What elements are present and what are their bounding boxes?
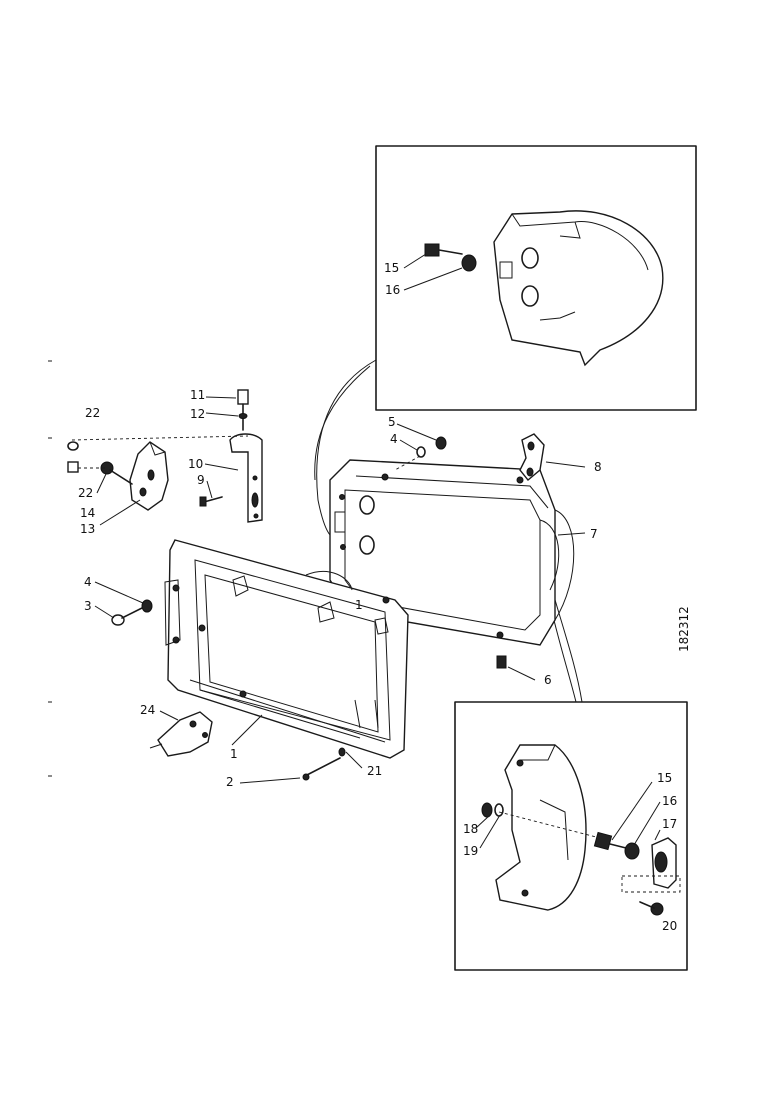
callout-labels: 15 16 11 12 22 5 4 8 10 9 22 14 13 7 4 3… <box>78 261 677 933</box>
callout-9: 9 <box>197 473 205 487</box>
callout-20: 20 <box>662 919 677 933</box>
washer-4-top <box>416 446 426 458</box>
screw-15-top <box>424 243 463 257</box>
callout-4: 4 <box>390 432 398 446</box>
callout-6: 6 <box>544 673 552 687</box>
callout-16: 16 <box>662 794 677 808</box>
callout-19: 19 <box>463 844 478 858</box>
callout-15: 15 <box>384 261 399 275</box>
inset-bottom-frame <box>454 701 688 971</box>
headlamp-frame <box>164 539 409 759</box>
inset-top-frame <box>375 145 697 411</box>
nut-16-bottom <box>624 842 640 860</box>
nut-5 <box>435 436 447 450</box>
callout-4: 4 <box>84 575 92 589</box>
leader-curve-top <box>316 359 377 536</box>
callout-12: 12 <box>190 407 205 421</box>
callout-leaders <box>94 396 586 784</box>
callout-1: 1 <box>230 747 238 761</box>
callout-8: 8 <box>594 460 602 474</box>
inset-top-detail <box>375 145 697 411</box>
screw-15-bottom <box>593 831 627 851</box>
nut-16-top <box>461 254 477 272</box>
callout-7: 7 <box>590 527 598 541</box>
callout-15: 15 <box>657 771 672 785</box>
callout-24: 24 <box>140 703 155 717</box>
screw-9 <box>199 496 223 507</box>
callout-18: 18 <box>463 822 478 836</box>
nut-6 <box>496 655 507 669</box>
side-bracket <box>495 744 587 911</box>
callout-22: 22 <box>85 406 100 420</box>
callout-10: 10 <box>188 457 203 471</box>
callout-22: 22 <box>78 486 93 500</box>
callout-16: 16 <box>385 283 400 297</box>
nuts-22 <box>67 435 249 473</box>
callout-13: 13 <box>80 522 95 536</box>
callout-14: 14 <box>80 506 95 520</box>
rear-housing-shell <box>493 210 664 367</box>
bolt-14 <box>100 461 133 485</box>
screw-20 <box>639 901 664 916</box>
adjuster-24 <box>149 711 213 757</box>
mounting-bracket-13 <box>129 441 169 511</box>
screw-2 <box>302 747 346 781</box>
figure-reference-code: 182312 <box>677 606 691 652</box>
bracket-10-assembly <box>229 389 263 523</box>
callout-11: 11 <box>190 388 205 402</box>
callout-2: 2 <box>226 775 234 789</box>
margin-marks <box>48 360 52 777</box>
callout-3: 3 <box>84 599 92 613</box>
callout-17: 17 <box>662 817 677 831</box>
callout-21: 21 <box>367 764 382 778</box>
callout-5: 5 <box>388 415 396 429</box>
callout-1: 1 <box>355 598 363 612</box>
screw-3-washer-4 <box>111 599 153 626</box>
inset-bottom-detail <box>454 701 688 971</box>
bracket-8 <box>519 433 545 481</box>
